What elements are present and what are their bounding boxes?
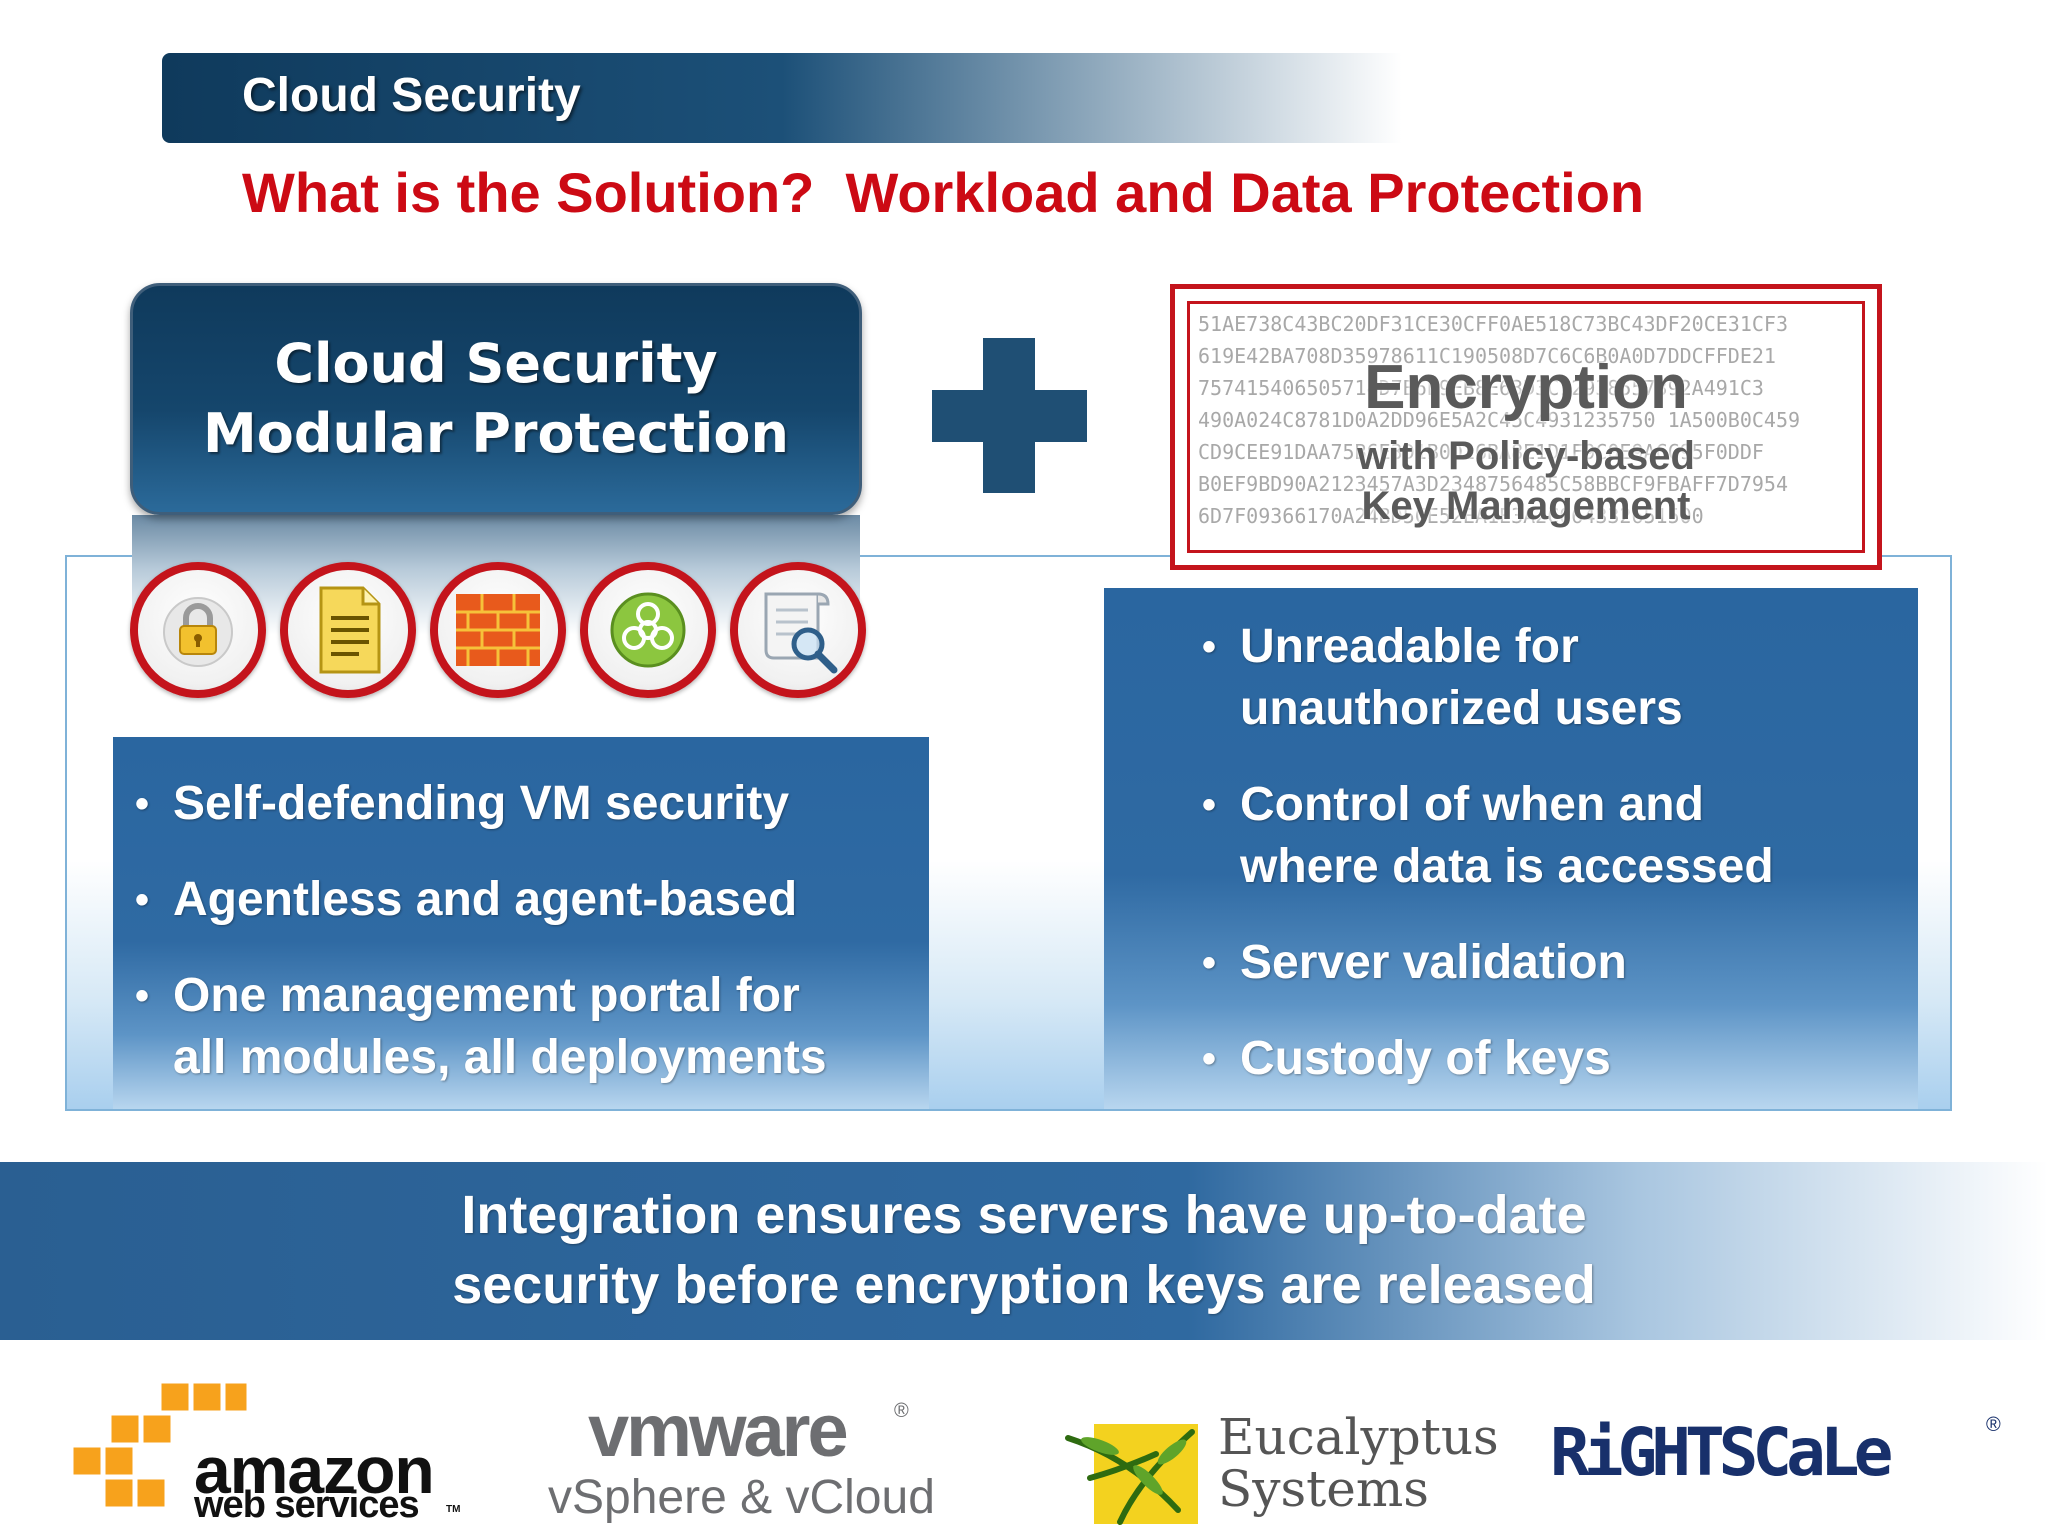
vmware-registered: ® (894, 1400, 909, 1422)
scroll-magnifier-icon (764, 592, 838, 674)
hex-line: 490A024C8781D0A2DD96E5A2C45C4931235750 1… (1198, 408, 1801, 432)
hex-line: B0EF9BD90A2123457A3D2348756485C58BBCF9FB… (1198, 472, 1789, 496)
bullet-item: •Control of when and where data is acces… (1202, 778, 1774, 893)
amazon-web-services-logo: amazon web services TM (70, 1380, 490, 1526)
module-firewall (430, 562, 566, 698)
aws-cubes-icon (70, 1380, 250, 1510)
encryption-subtitle-2: Key Management (1361, 484, 1691, 528)
integration-line-1: Integration ensures servers have up-to-d… (461, 1185, 1587, 1245)
csm-title-line-1: Cloud Security (274, 332, 718, 395)
rightscale-wordmark: RiGHTSCaLe (1550, 1414, 1893, 1491)
rightscale-registered: ® (1986, 1414, 2001, 1436)
systems-wordmark: Systems (1218, 1460, 1429, 1518)
lock-icon (163, 597, 233, 667)
encryption-subtitle-1: with Policy-based (1357, 434, 1695, 478)
cloud-security-modular-protection-box: Cloud Security Modular Protection (130, 283, 862, 515)
rightscale-logo: RiGHTSCaLe ® (1550, 1414, 2010, 1494)
modular-protection-bullets-panel: •Self-defending VM security •Agentless a… (113, 737, 929, 1109)
integration-banner: Integration ensures servers have up-to-d… (0, 1162, 2048, 1340)
plus-icon-bar (932, 390, 1087, 442)
vmware-logo: vmware ® vSphere & vCloud (548, 1389, 978, 1526)
bullet-item: •Self-defending VM security (135, 777, 790, 830)
slide-subtitle: What is the Solution? Workload and Data … (242, 161, 1645, 224)
eucalyptus-wordmark: Eucalyptus (1218, 1408, 1499, 1466)
encryption-bullets-panel: •Unreadable for unauthorized users •Cont… (1104, 588, 1918, 1109)
header-bar (162, 53, 1402, 143)
document-icon (319, 586, 381, 674)
biohazard-icon (610, 592, 686, 668)
hex-line: CD9CEE91DAA75B6E3D1B0D16BA8E1D1F9C0E9ACC… (1198, 440, 1764, 464)
bullet-item: •Server validation (1202, 936, 1627, 989)
firewall-icon (456, 594, 540, 666)
web-services-wordmark: web services (194, 1484, 420, 1526)
slide-header-title: Cloud Security (242, 69, 581, 122)
encryption-title: Encryption (1364, 353, 1688, 422)
encryption-box: 51AE738C43BC20DF31CE30CFF0AE518C73BC43DF… (1170, 284, 1882, 570)
csm-title-line-2: Modular Protection (203, 402, 789, 465)
amazon-wordmark: amazon (194, 1433, 435, 1507)
module-document (280, 562, 416, 698)
vsphere-vcloud-label: vSphere & vCloud (548, 1471, 935, 1524)
encryption-hex-area: 51AE738C43BC20DF31CE30CFF0AE518C73BC43DF… (1187, 301, 1865, 553)
bullet-item: •One management portal for all modules, … (135, 969, 827, 1084)
bullet-item: •Custody of keys (1202, 1032, 1611, 1085)
integration-line-2: security before encryption keys are rele… (452, 1255, 1596, 1315)
vmware-wordmark: vmware (588, 1389, 849, 1472)
module-antimalware (580, 562, 716, 698)
hex-line: 51AE738C43BC20DF31CE30CFF0AE518C73BC43DF… (1198, 312, 1789, 336)
eucalyptus-leaf-icon (1065, 1424, 1198, 1525)
hex-line: 619E42BA708D35978611C190508D7C6C6B0A0D7D… (1198, 344, 1776, 368)
amazon-trademark: TM (446, 1504, 461, 1515)
eucalyptus-systems-logo: Eucalyptus Systems (1060, 1404, 1499, 1534)
bullet-item: •Agentless and agent-based (135, 873, 798, 926)
hex-line: 6D7F09366170A24BD5CE52EA1E3A2C0643326515… (1198, 504, 1704, 528)
module-lock (130, 562, 266, 698)
hex-line: 757415406505714D7B6E9EB8E63D3C1293855739… (1198, 376, 1764, 400)
module-log-inspection (730, 562, 866, 698)
bullet-item: •Unreadable for unauthorized users (1202, 620, 1683, 735)
